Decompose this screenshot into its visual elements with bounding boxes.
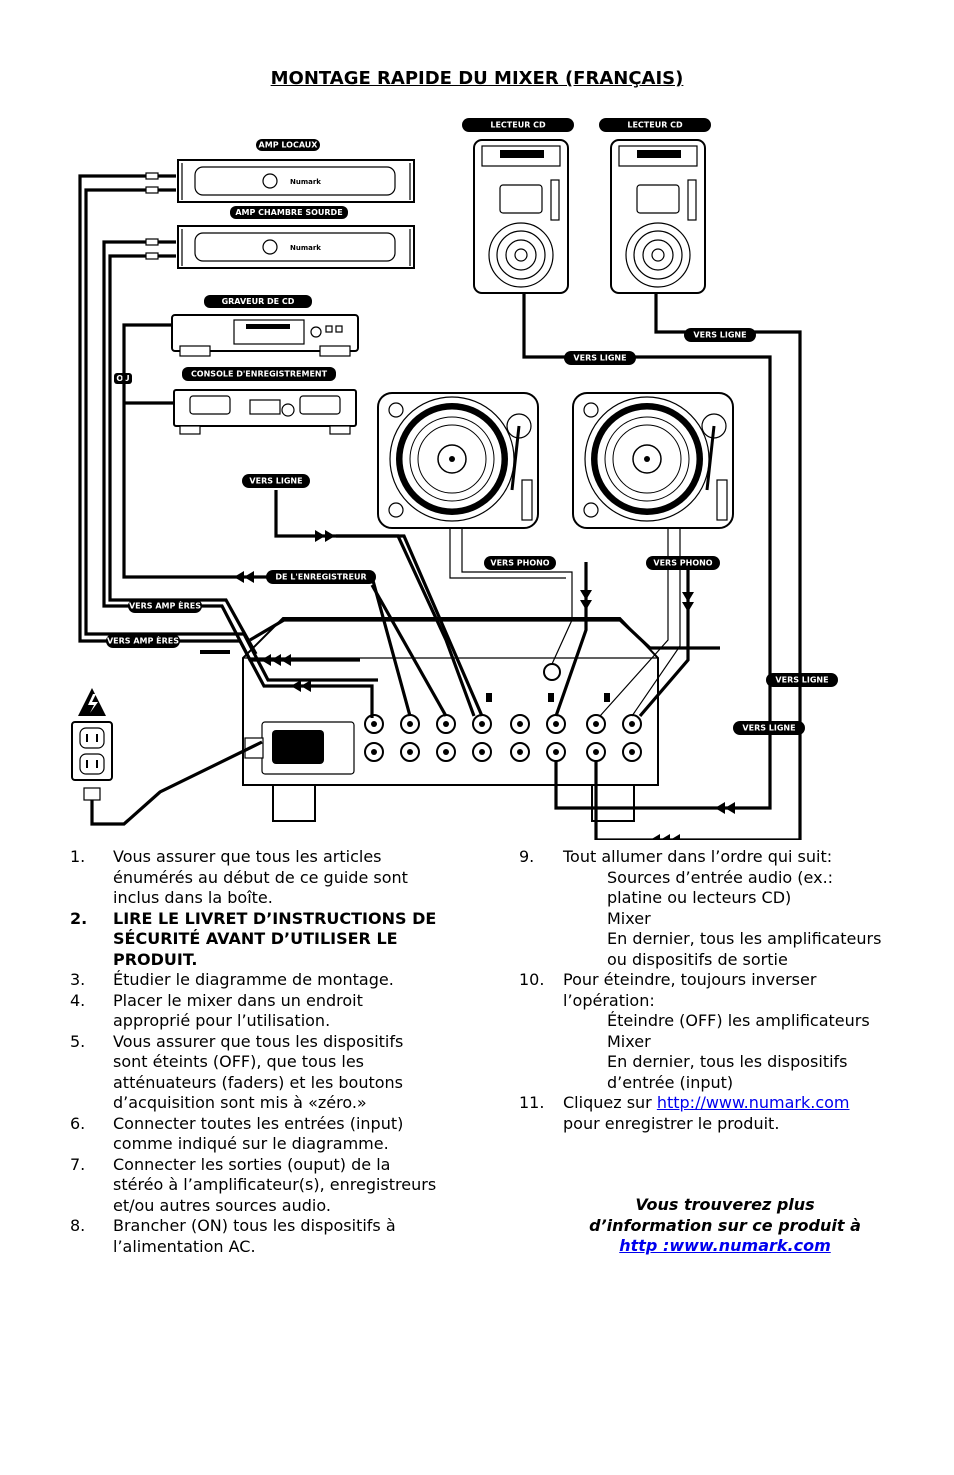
svg-text:GRAVEUR DE CD: GRAVEUR DE CD: [222, 297, 295, 306]
label-vers-phono-1: VERS PHONO: [484, 556, 556, 570]
label-de-enregistreur: DE L'ENREGISTREUR: [266, 570, 376, 584]
sub-step: En dernier, tous les dispositifs d’entré…: [607, 1052, 848, 1092]
label-console: CONSOLE D'ENREGISTREMENT: [182, 367, 336, 381]
svg-text:VERS PHONO: VERS PHONO: [653, 559, 712, 568]
label-vers-ligne-rec: VERS LIGNE: [242, 474, 310, 488]
mixer-rca-jacks: [364, 663, 642, 762]
label-vers-amperes-2: VERS AMP ÈRES: [106, 634, 180, 648]
svg-text:VERS LIGNE: VERS LIGNE: [573, 354, 626, 363]
svg-text:VERS PHONO: VERS PHONO: [490, 559, 549, 568]
steps-right: 9. Tout allumer dans l’ordre qui suit: S…: [519, 847, 889, 1134]
sub-step: Mixer: [607, 1031, 651, 1051]
amp-plugs: [142, 172, 176, 260]
label-lecteur-cd-2: LECTEUR CD: [599, 118, 711, 132]
label-vers-ligne-cd2: VERS LIGNE: [684, 328, 756, 342]
label-vers-ligne-right-1: VERS LIGNE: [766, 673, 838, 687]
connection-diagram: Numark AMP LOCAUX Numark AMP CHAMBRE SOU…: [71, 118, 838, 840]
svg-text:LECTEUR CD: LECTEUR CD: [490, 121, 546, 130]
numark-logo-1: Numark: [290, 178, 321, 186]
amp-locaux: Numark: [177, 159, 415, 203]
svg-text:VERS LIGNE: VERS LIGNE: [693, 331, 746, 340]
svg-text:VERS AMP ÈRES: VERS AMP ÈRES: [129, 600, 201, 611]
page-title: MONTAGE RAPIDE DU MIXER (FRANÇAIS): [270, 68, 684, 89]
more-info-link[interactable]: http :www.numark.com: [619, 1236, 831, 1255]
svg-text:VERS LIGNE: VERS LIGNE: [775, 676, 828, 685]
label-graveur-cd: GRAVEUR DE CD: [204, 295, 312, 308]
label-lecteur-cd-1: LECTEUR CD: [462, 118, 574, 132]
more-info: Vous trouverez plus d’information sur ce…: [589, 1195, 861, 1255]
sub-step: Éteindre (OFF) les amplificateurs: [607, 1011, 870, 1030]
power-outlet: [71, 688, 113, 801]
numark-link[interactable]: http://www.numark.com: [656, 1093, 850, 1112]
lecteur-cd-1: [473, 139, 569, 294]
svg-text:LECTEUR CD: LECTEUR CD: [627, 121, 683, 130]
step-item: 1.Vous assurer que tous les articles énu…: [70, 847, 408, 907]
sub-step: Sources d’entrée audio (ex.: platine ou …: [607, 867, 834, 908]
graveur-cd: [171, 314, 359, 357]
steps-left: 1.Vous assurer que tous les articles énu…: [70, 847, 440, 1257]
sub-step: Mixer: [607, 908, 651, 928]
step-item: 10. Pour éteindre, toujours inverser l’o…: [519, 970, 889, 1093]
step-item: 8.Brancher (ON) tous les dispositifs à l…: [70, 1216, 396, 1256]
platine-2: [572, 392, 734, 529]
step-item: 11. Cliquez sur http://www.numark.com po…: [519, 1093, 850, 1133]
label-vers-ligne-right-2: VERS LIGNE: [733, 721, 805, 735]
label-amp-locaux: AMP LOCAUX: [256, 139, 320, 151]
label-amp-chambre-sourde: AMP CHAMBRE SOURDE: [230, 206, 348, 219]
step-item: 4.Placer le mixer dans un endroit approp…: [70, 990, 363, 1031]
svg-text:AMP CHAMBRE SOURDE: AMP CHAMBRE SOURDE: [235, 208, 342, 217]
step-item: 2.LIRE LE LIVRET D’INSTRUCTIONS DE SÉCUR…: [70, 908, 437, 969]
step-item: 3.Étudier le diagramme de montage.: [70, 970, 394, 989]
step-item: 6.Connecter toutes les entrées (input) c…: [70, 1113, 404, 1154]
svg-text:VERS LIGNE: VERS LIGNE: [742, 724, 795, 733]
numark-logo-2: Numark: [290, 244, 321, 252]
console-enregistrement: [173, 389, 357, 435]
label-vers-phono-2: VERS PHONO: [646, 556, 720, 570]
label-vers-amperes-1: VERS AMP ÈRES: [128, 599, 202, 613]
step-item: 7.Connecter les sorties (ouput) de la st…: [70, 1154, 437, 1215]
svg-text:DE L'ENREGISTREUR: DE L'ENREGISTREUR: [275, 573, 366, 582]
step-item: 5.Vous assurer que tous les dispositifs …: [70, 1031, 404, 1113]
svg-text:CONSOLE D'ENREGISTREMENT: CONSOLE D'ENREGISTREMENT: [191, 370, 328, 379]
platine-1: [377, 392, 539, 529]
sub-step: En dernier, tous les amplificateurs ou d…: [607, 929, 882, 969]
svg-text:VERS AMP ÈRES: VERS AMP ÈRES: [107, 635, 179, 646]
amp-chambre-sourde: Numark: [177, 225, 415, 269]
svg-text:VERS LIGNE: VERS LIGNE: [249, 477, 302, 486]
svg-text:AMP LOCAUX: AMP LOCAUX: [259, 141, 319, 150]
lecteur-cd-2: [610, 139, 706, 294]
step-item: 9. Tout allumer dans l’ordre qui suit: S…: [519, 847, 889, 970]
arrows: [234, 530, 735, 840]
label-vers-ligne-cd1: VERS LIGNE: [564, 351, 636, 365]
